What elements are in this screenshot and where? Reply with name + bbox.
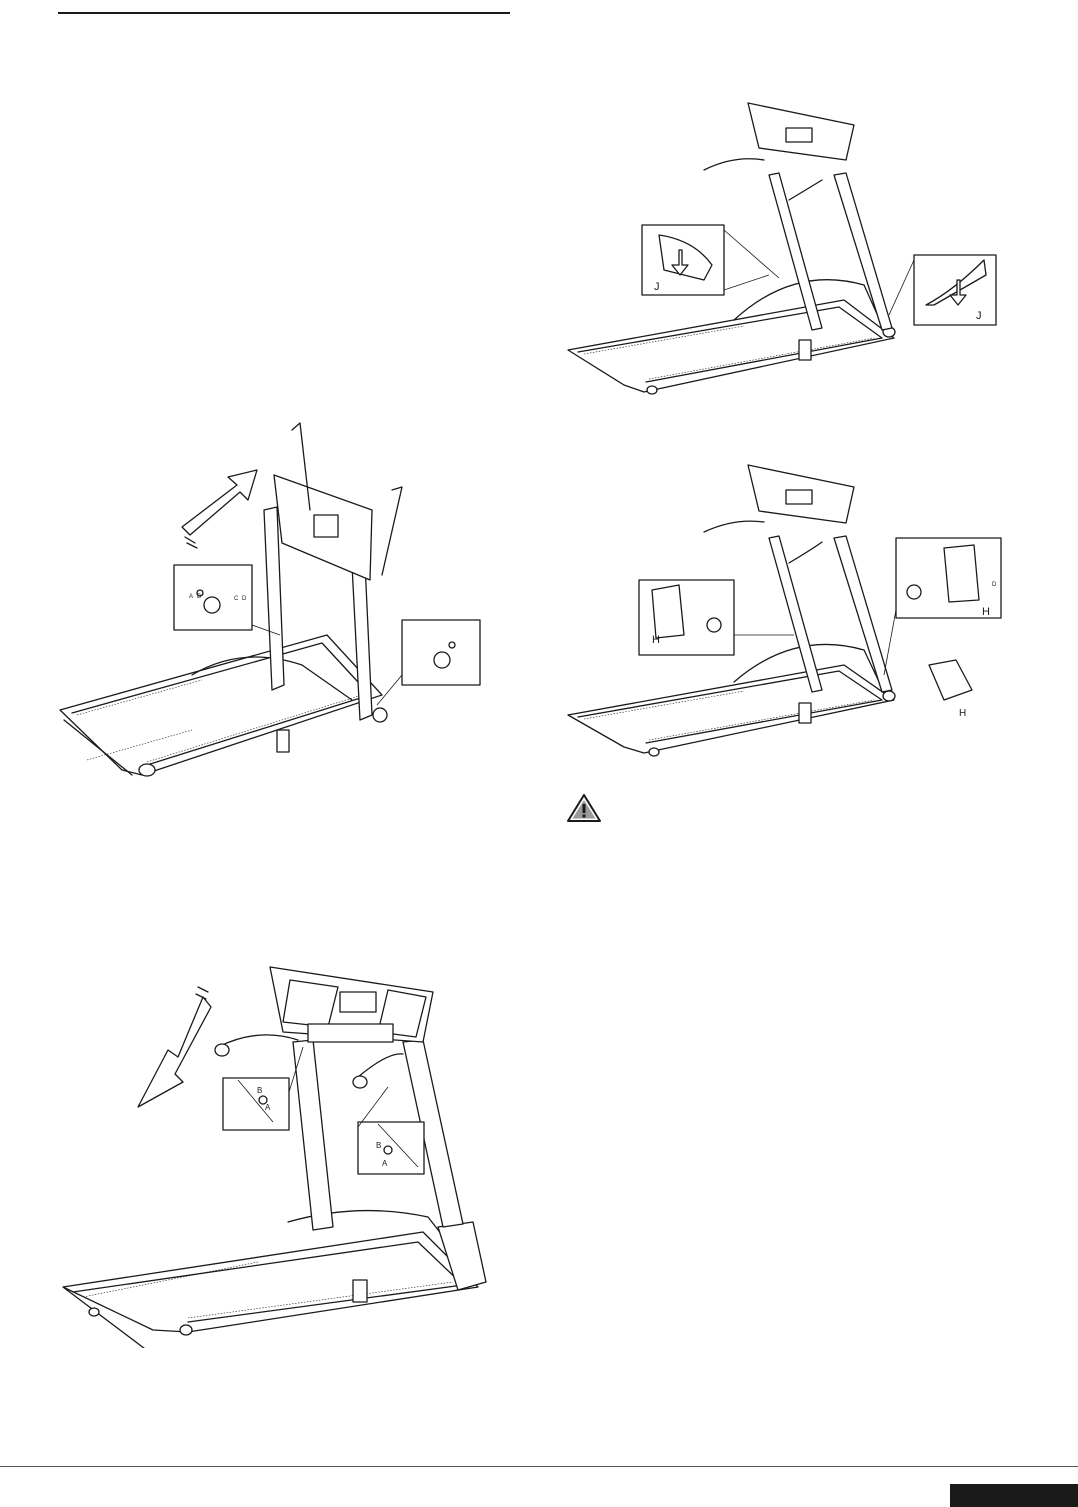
footer-rule: [0, 1466, 1078, 1467]
label-h-left: H: [652, 634, 660, 646]
figure-mast-raise: A B C D: [52, 415, 492, 785]
section-rule: [58, 12, 510, 14]
arrow-up-right-icon: [182, 470, 257, 548]
callout-d-label: D: [992, 582, 997, 588]
label-h-right: H: [982, 606, 990, 618]
label-j-left: J: [654, 281, 660, 293]
callout-d-label: D: [242, 596, 247, 602]
callout-left-a-label: A: [265, 1103, 271, 1112]
page-tab: [950, 1484, 1078, 1507]
figure-console-lower: B A B A: [58, 962, 498, 1348]
figure-side-cover: J J: [564, 100, 1004, 400]
detail-callout-left: [223, 1078, 289, 1130]
label-h-bottom: H: [959, 708, 966, 719]
label-j-right: J: [976, 310, 982, 322]
callout-right-b-label: B: [376, 1141, 381, 1150]
callout-a-label: A: [189, 594, 193, 600]
figure-base-cover: H H H D: [564, 460, 1004, 760]
arrow-down-left-icon: [138, 987, 211, 1107]
callout-c-label: C: [234, 596, 239, 602]
warning-triangle-icon: [566, 793, 602, 823]
callout-left-b-label: B: [257, 1086, 262, 1095]
detail-callout-right: [914, 255, 996, 325]
callout-right-a-label: A: [382, 1159, 388, 1168]
callout-b-label: B: [197, 594, 201, 600]
